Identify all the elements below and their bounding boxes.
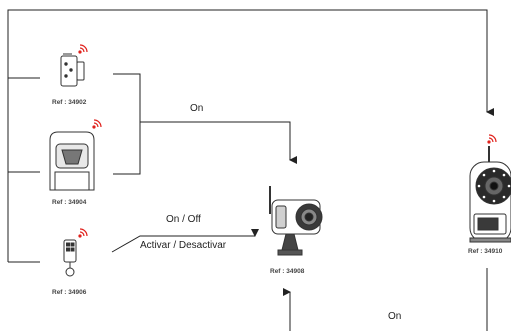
label-on-top: On [190,103,203,114]
outdoor-camera-device [270,186,322,255]
indoor-camera-device [470,146,511,242]
connector-34902-merge [113,74,140,174]
signal-icon [79,229,87,237]
label-on-off: On / Off [166,214,201,225]
signal-icon [79,45,87,53]
device-ref-34902: Ref : 34902 [52,99,86,106]
remote-control-device [64,240,76,276]
signal-icon [488,135,496,143]
label-on-bottom: On [388,311,401,322]
signal-icon [93,120,101,128]
motion-sensor-device [50,132,94,190]
connector-on-to-34908 [140,122,290,160]
door-sensor-device [61,54,84,86]
device-ref-34904: Ref : 34904 [52,199,86,206]
device-ref-34908: Ref : 34908 [270,268,304,275]
device-ref-34906: Ref : 34906 [52,289,86,296]
device-ref-34910: Ref : 34910 [468,248,502,255]
label-activar-desactivar: Activar / Desactivar [140,240,226,251]
